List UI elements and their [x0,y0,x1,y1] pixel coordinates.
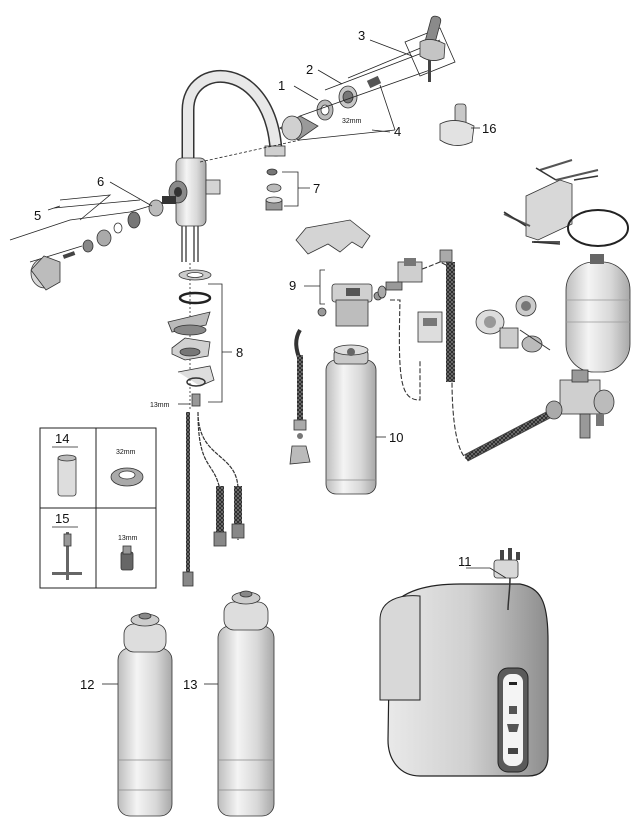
aerator-rings [265,168,310,211]
guide-line-top [199,139,301,163]
callout-1: 1 [278,78,285,93]
callout-9: 9 [289,278,296,293]
ring-32mm-tool [110,467,144,487]
chiller-unit [379,577,549,777]
t-wrench-tool [52,532,82,580]
bracket-9 [304,269,325,305]
filter-head [317,283,383,327]
sealing-ring [567,209,629,247]
tools-row2-number: 15 [55,511,69,526]
leader-5 [47,205,61,211]
lever-handle [419,15,446,82]
socket-13mm-tool [120,545,134,571]
leader-4 [371,129,391,133]
cartridge-group [279,27,456,141]
filter-cartridge-10 [325,344,377,495]
alternative-lever [439,103,475,146]
safety-valve-group [545,369,615,439]
expansion-tank [565,254,631,373]
callout-5: 5 [34,208,41,223]
callout-2: 2 [306,62,313,77]
filter-cartridge-12 [117,612,173,817]
callout-13: 13 [183,677,197,692]
callout-6: 6 [97,174,104,189]
callout-11: 11 [458,554,472,569]
dimension-32mm-label: 32mm [342,118,362,125]
mounting-kit [167,263,232,410]
display-unit [417,311,443,343]
callout-7: 7 [313,181,320,196]
leader-2 [317,69,343,85]
leader-1 [293,85,319,101]
leader-6 [109,181,153,207]
tools-table [39,427,157,589]
tools-row1-number: 14 [55,431,69,446]
side-handle-group [9,194,176,291]
leader-3 [369,39,413,57]
callout-4: 4 [394,124,401,139]
faucet-spout [181,70,286,177]
tools-row1-size: 32mm [116,449,136,456]
filter-cartridge-13 [217,590,275,817]
faucet-hoses [182,411,245,587]
pipe-clamp-group [475,295,551,353]
callout-8: 8 [236,345,243,360]
callout-3: 3 [358,28,365,43]
spanner-32mm-tool [57,454,77,497]
wall-bracket [503,159,599,243]
faucet-body [168,157,221,262]
tools-row2-size: 13mm [118,535,138,542]
flow-valve [377,258,423,299]
callout-16: 16 [482,121,496,136]
callout-12: 12 [80,677,94,692]
filter-bracket [295,219,371,255]
filter-hoses [289,249,552,465]
power-plug [493,548,520,579]
leader-11 [466,567,507,579]
dimension-13mm-label: 13mm [150,402,170,409]
screw-set [503,167,599,245]
callout-10: 10 [389,430,403,445]
